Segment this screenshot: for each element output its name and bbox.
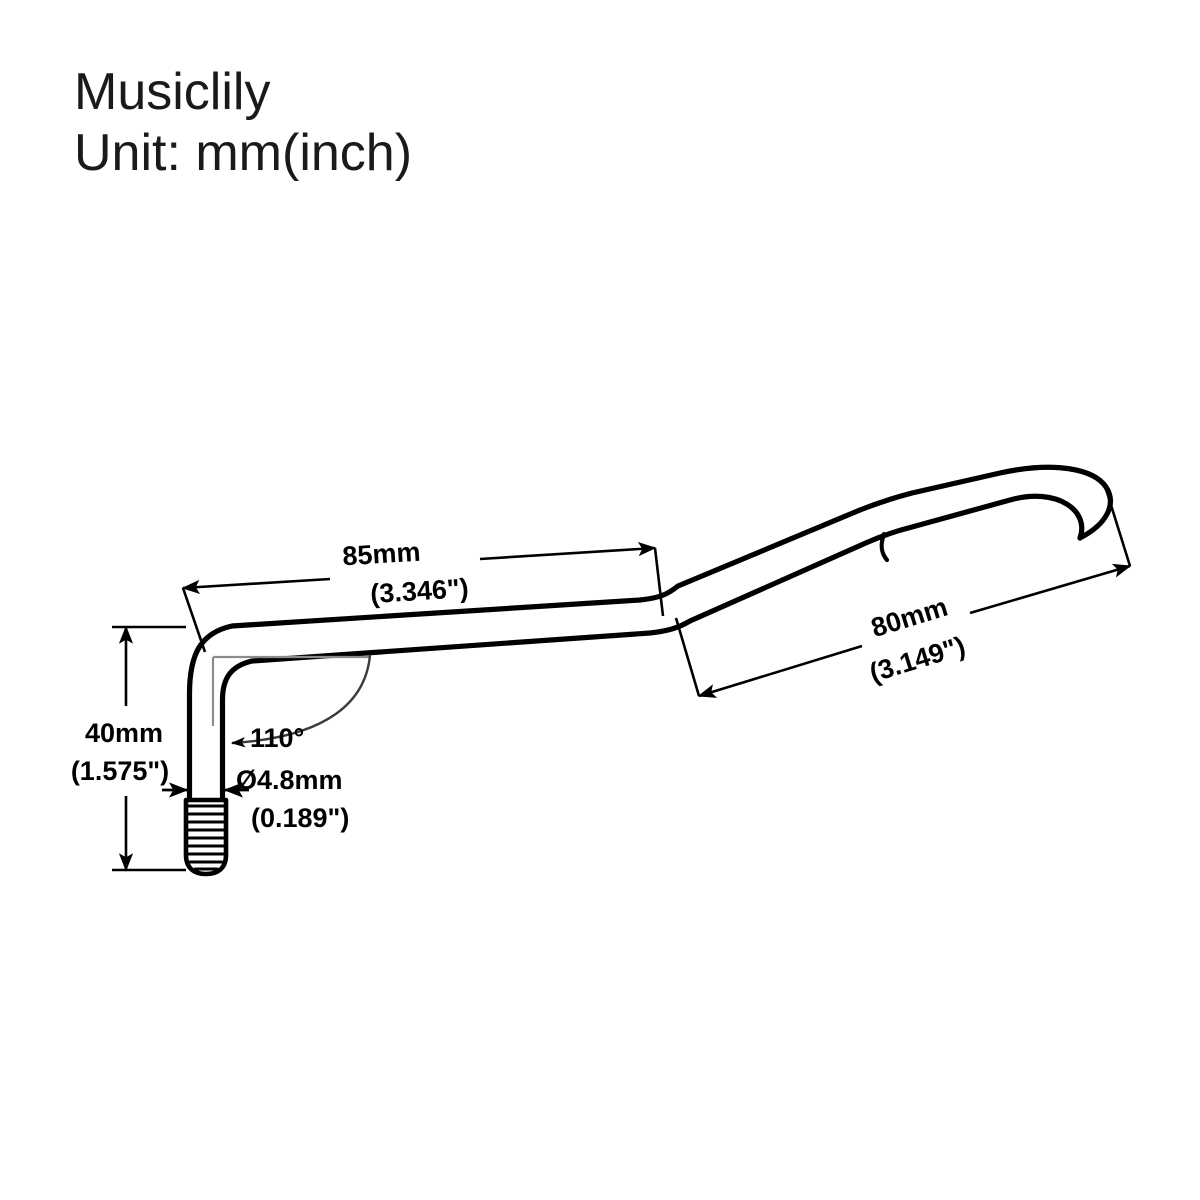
arm-length-mm-label: 85mm bbox=[342, 537, 422, 572]
tip-length-dimension: 80mm (3.149") bbox=[674, 488, 1132, 698]
shaft-diameter-inch-label: (0.189") bbox=[251, 803, 349, 833]
angle-arc bbox=[230, 654, 372, 748]
tip-length-witness-left bbox=[674, 617, 701, 697]
angle-construction-lines bbox=[211, 655, 371, 726]
arm-length-inch-label: (3.346") bbox=[369, 573, 469, 609]
shaft-diameter-mm-label: Ø4.8mm bbox=[236, 765, 343, 795]
header-block: Musiclily Unit: mm(inch) bbox=[74, 62, 412, 185]
shaft-diameter-dimension: Ø4.8mm (0.189") bbox=[162, 765, 349, 833]
bend-angle-annotation bbox=[211, 654, 372, 748]
arm-length-dimline-right bbox=[479, 541, 657, 561]
tremolo-arm-body bbox=[183, 464, 1113, 877]
arm-outer-profile bbox=[186, 464, 1113, 803]
threaded-shaft bbox=[183, 797, 229, 877]
shaft-length-inch-label: (1.575") bbox=[71, 756, 169, 786]
arm-length-witness-left bbox=[181, 587, 207, 653]
unit-note: Unit: mm(inch) bbox=[74, 124, 413, 183]
shaft-length-dimension: 40mm (1.575") bbox=[71, 625, 186, 872]
arm-length-witness-right bbox=[653, 547, 665, 617]
arm-length-dimline-left bbox=[181, 577, 331, 595]
thread-lines bbox=[185, 804, 227, 871]
bend-angle-label: 110° bbox=[250, 723, 304, 753]
tip-length-witness-right bbox=[1104, 488, 1132, 567]
tip-length-mm-label: 80mm bbox=[868, 592, 951, 644]
knob-collar-seam bbox=[879, 531, 890, 563]
arm-inner-profile bbox=[219, 493, 1085, 803]
tip-length-dimline-right bbox=[969, 563, 1132, 615]
tip-length-dimline-left bbox=[697, 644, 863, 698]
shaft-length-mm-label: 40mm bbox=[85, 718, 163, 748]
brand-title: Musiclily bbox=[74, 63, 271, 121]
arm-length-dimension: 85mm (3.346") bbox=[181, 537, 665, 653]
